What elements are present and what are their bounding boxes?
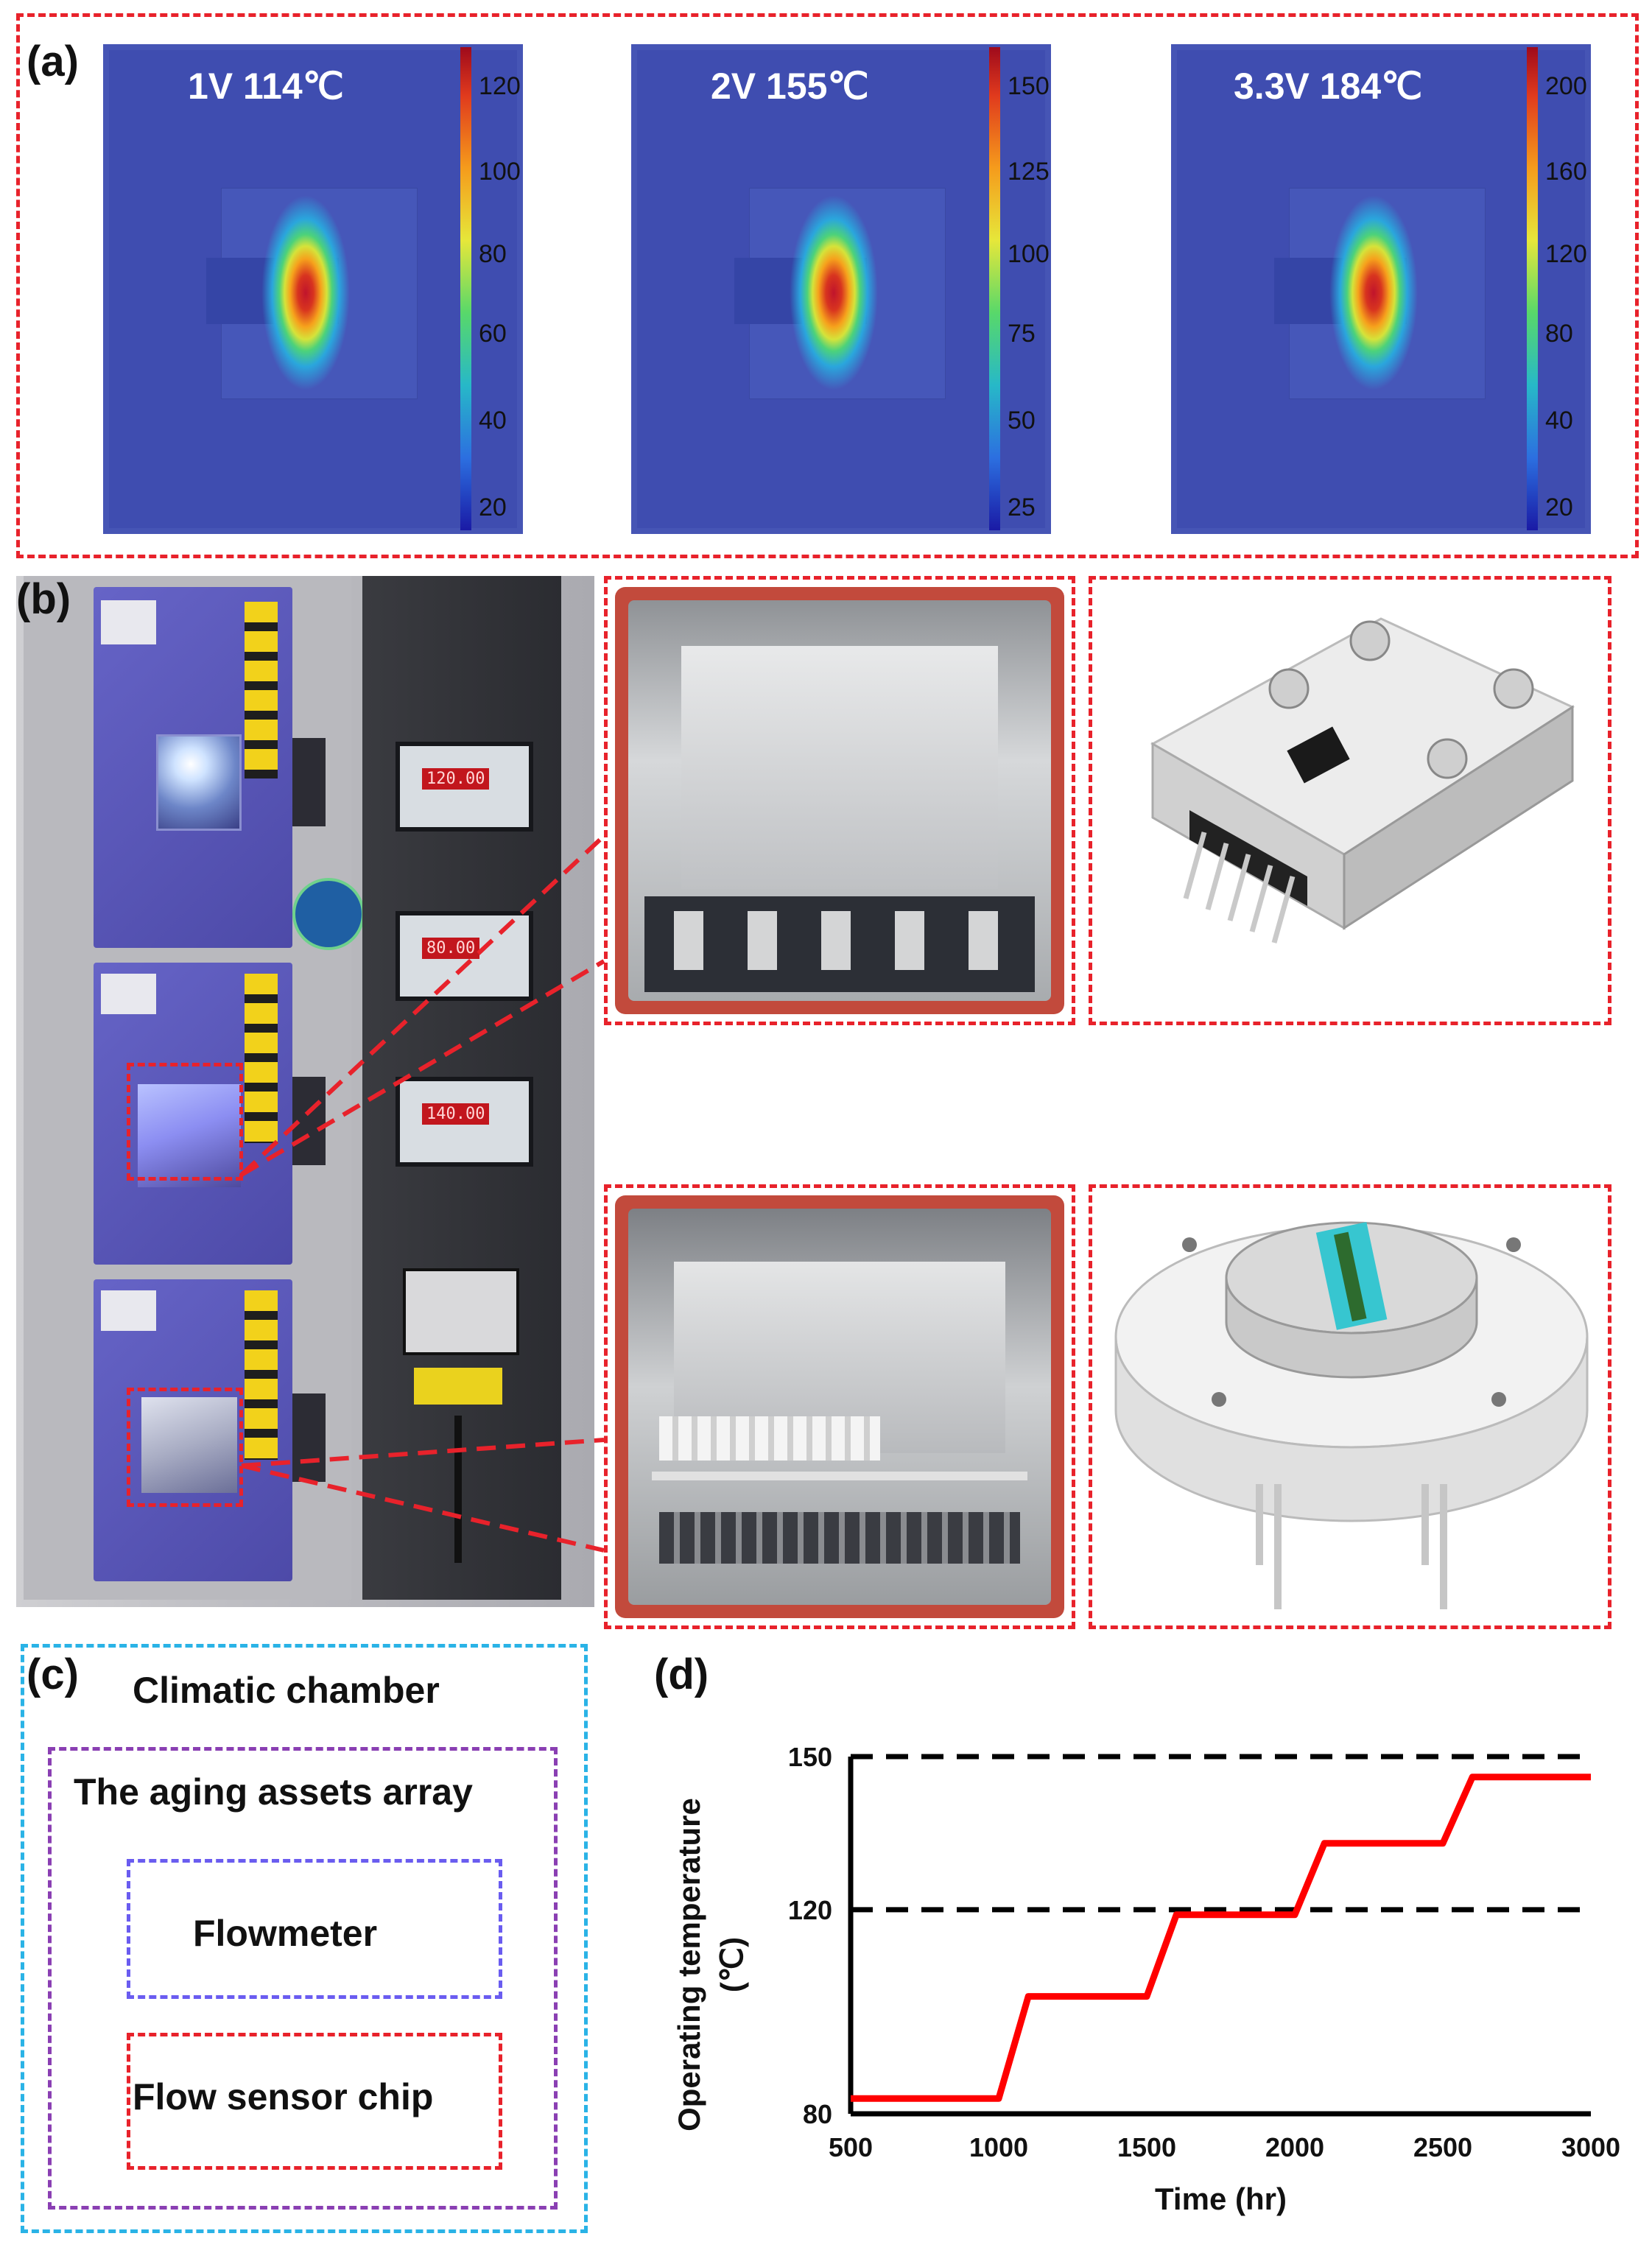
control-readout: 120.00	[422, 768, 490, 790]
flowmeter-render-frame	[1089, 576, 1611, 1025]
colorbar-1-tick: 100	[479, 158, 521, 186]
connector-line	[241, 1463, 605, 1553]
colorbar-3	[1527, 47, 1538, 530]
colorbar-3-tick: 160	[1545, 158, 1587, 186]
colorbar-3-tick: 80	[1545, 320, 1573, 348]
climatic-chamber-photo: 120.00 80.00 140.00	[16, 576, 594, 1607]
colorbar-1-tick: 40	[479, 407, 507, 435]
x-tick-label: 2500	[1413, 2132, 1472, 2162]
chamber-badge	[101, 1290, 156, 1331]
warning-labels	[245, 602, 278, 778]
diagram-flowmeter-box	[127, 1859, 502, 1999]
chamber-window	[156, 734, 242, 831]
colorbar-2-tick: 125	[1008, 158, 1050, 186]
colorbar-2-tick: 25	[1008, 493, 1036, 521]
colorbar-3-tick: 40	[1545, 407, 1573, 435]
window-highlight-middle	[127, 1063, 243, 1181]
chamber-interior-photo	[615, 587, 1064, 1014]
window-highlight-bottom	[127, 1388, 243, 1507]
x-tick-label: 3000	[1561, 2132, 1620, 2162]
diagram-climatic-chamber: Climatic chamber	[133, 1670, 440, 1711]
control-readout: 80.00	[422, 938, 480, 959]
chamber-door-middle	[94, 963, 292, 1265]
x-tick-label: 500	[829, 2132, 873, 2162]
sim-2: 2V 155℃	[631, 44, 1051, 534]
chamber-window	[141, 1397, 237, 1493]
sim-hotspot	[749, 191, 918, 394]
flowmeter-render	[1101, 589, 1598, 1013]
colorbar-1-tick: 60	[479, 320, 507, 348]
sim-title: 3.3V 184℃	[1234, 66, 1423, 107]
panel-a-label: (a)	[27, 38, 79, 85]
vent-slot	[454, 1416, 462, 1563]
colorbar-1-tick: 20	[479, 493, 507, 521]
sim-3: 3.3V 184℃	[1171, 44, 1591, 534]
diagram-flow-sensor-chip: Flow sensor chip	[133, 2076, 434, 2117]
y-axis-label: Operating temperature(℃)	[672, 1798, 749, 2131]
diagram-array-box	[48, 1747, 558, 2210]
sim-hotspot	[221, 191, 390, 394]
colorbar-1	[460, 47, 471, 530]
y-tick-label: 150	[788, 1742, 832, 1772]
warning-labels	[245, 974, 278, 1143]
x-tick-label: 2000	[1265, 2132, 1324, 2162]
colorbar-2-tick: 75	[1008, 320, 1036, 348]
panel-d-label: (d)	[654, 1651, 709, 1698]
panel-a-frame	[16, 13, 1639, 558]
sensor-render-frame	[1089, 1184, 1611, 1629]
flow-sensor-render	[1101, 1197, 1598, 1617]
colorbar-2	[989, 47, 1000, 530]
colorbar-1-tick: 120	[479, 72, 521, 100]
control-panel: 120.00 80.00 140.00	[362, 576, 561, 1600]
warning-labels	[245, 1290, 278, 1460]
diagram-flowmeter: Flowmeter	[193, 1913, 378, 1954]
control-screen: 120.00	[396, 742, 533, 832]
warning-labels	[414, 1368, 502, 1405]
diagram-aging-array: The aging assets array	[74, 1771, 473, 1813]
control-readout: 140.00	[422, 1103, 490, 1125]
chamber-round-sticker	[292, 878, 365, 950]
chamber-window	[138, 1084, 241, 1187]
x-axis-label: Time (hr)	[1155, 2182, 1287, 2216]
temperature-series-line	[851, 1774, 1591, 2102]
colorbar-1-tick: 80	[479, 240, 507, 268]
control-screen: 140.00	[396, 1077, 533, 1167]
connector-line	[240, 959, 605, 1177]
chamber-badge	[101, 600, 156, 644]
interior-photo-frame-top	[604, 576, 1075, 1025]
colorbar-2-tick: 150	[1008, 72, 1050, 100]
sim-1: 1V 114℃	[103, 44, 523, 534]
colorbar-3-tick: 200	[1545, 72, 1587, 100]
colorbar-3-tick: 120	[1545, 240, 1587, 268]
connector-line	[241, 1438, 605, 1468]
chamber-door-top	[94, 587, 292, 948]
connector-line	[239, 834, 606, 1177]
x-tick-label: 1500	[1117, 2132, 1176, 2162]
printer-slot	[403, 1268, 519, 1355]
diagram-outer-box	[21, 1644, 588, 2233]
y-tick-label: 120	[788, 1895, 832, 1925]
sim-hotspot	[1289, 191, 1458, 394]
chamber-badge	[101, 974, 156, 1014]
x-tick-label: 1000	[969, 2132, 1028, 2162]
y-tick-label: 80	[803, 2099, 832, 2129]
colorbar-3-tick: 20	[1545, 493, 1573, 521]
sim-title: 2V 155℃	[711, 66, 869, 107]
diagram-chip-box	[127, 2033, 502, 2170]
panel-b-label: (b)	[16, 575, 71, 623]
colorbar-2-tick: 100	[1008, 240, 1050, 268]
door-handle	[292, 738, 326, 826]
chamber-interior-photo	[615, 1195, 1064, 1618]
door-handle	[292, 1393, 326, 1482]
interior-photo-frame-bottom	[604, 1184, 1075, 1629]
panel-c-label: (c)	[27, 1651, 79, 1698]
sim-title: 1V 114℃	[188, 66, 344, 107]
colorbar-2-tick: 50	[1008, 407, 1036, 435]
